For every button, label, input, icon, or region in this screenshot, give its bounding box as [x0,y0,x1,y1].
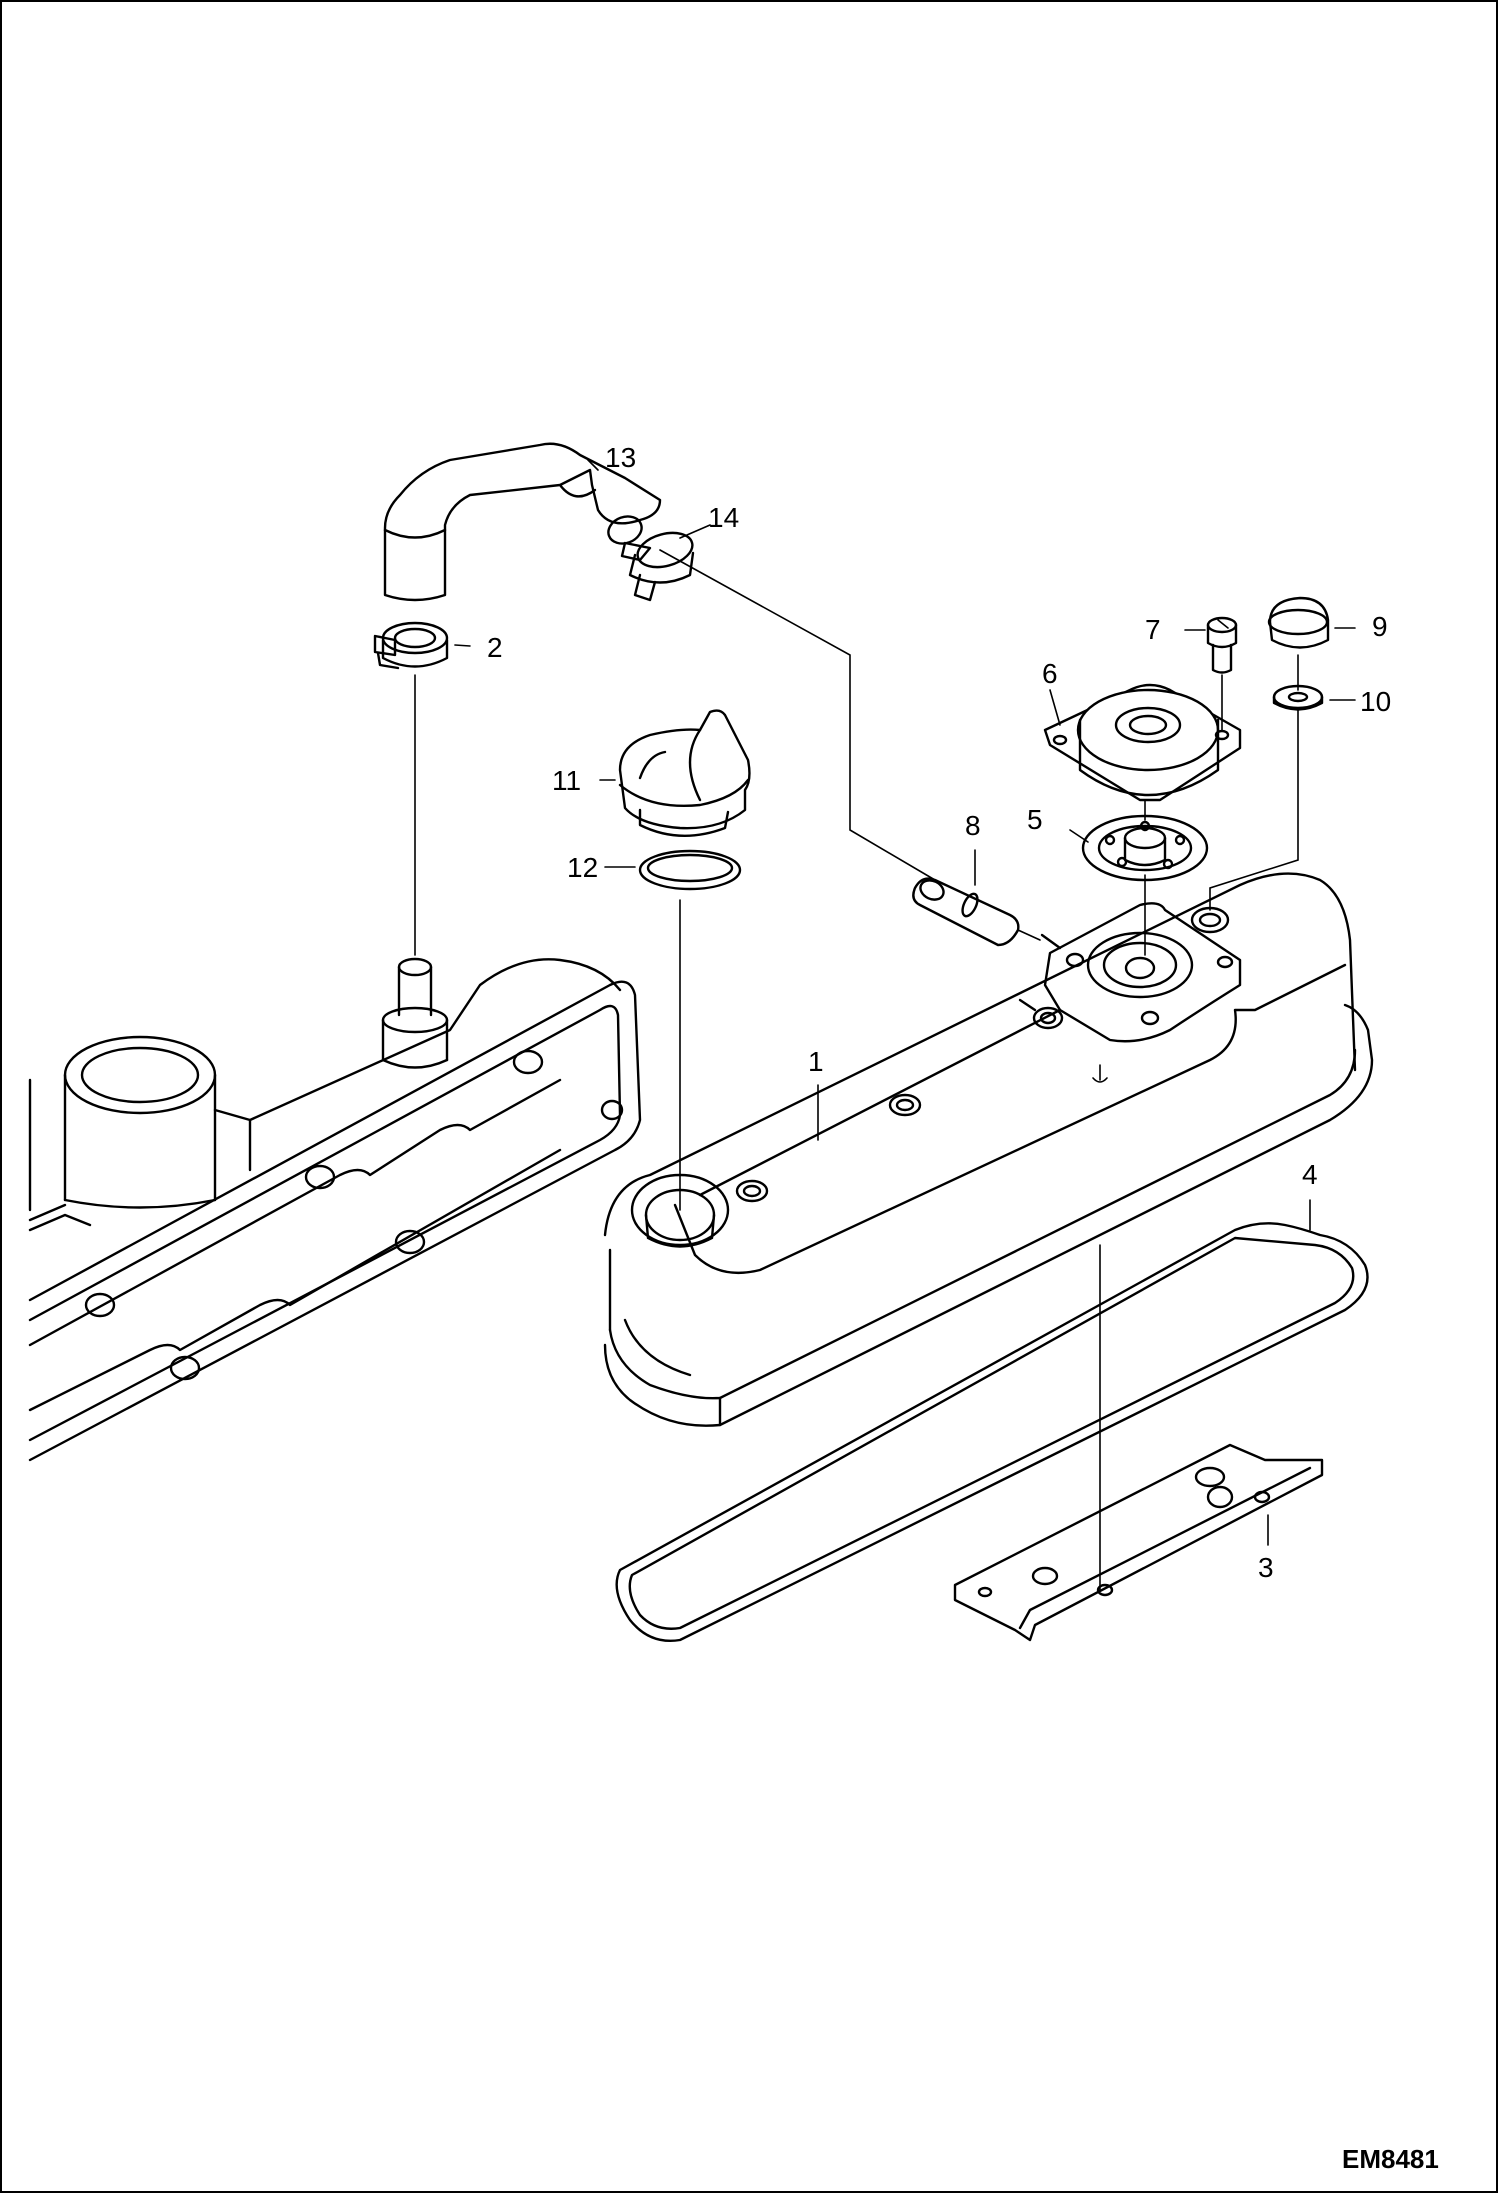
callout-7: 7 [1145,614,1161,645]
screw-part [1206,616,1238,674]
callout-13: 13 [605,442,636,473]
vent-housing-part [1043,683,1242,802]
callout-2: 2 [487,632,503,663]
callout-14: 14 [708,502,739,533]
callout-1: 1 [808,1046,824,1077]
callout-4: 4 [1302,1159,1318,1190]
assembly-lines [414,549,1299,1591]
o-ring-part [638,849,742,891]
cap-part [1267,596,1330,649]
baffle-plate-part [953,1443,1324,1642]
callouts: 13 14 2 11 12 8 5 6 7 9 10 1 4 3 [487,442,1391,1583]
oil-filler-cap-part [618,709,751,837]
breather-hose-part [383,442,662,602]
callout-3: 3 [1258,1552,1274,1583]
hose-clamp-lower-part [373,621,449,670]
callout-6: 6 [1042,658,1058,689]
drawing-code: EM8481 [1342,2144,1439,2174]
callout-9: 9 [1372,611,1388,642]
cover-gasket-part [615,1222,1369,1642]
hose-clamp-upper-part [620,531,695,602]
cylinder-head-drawing [28,957,642,1462]
leader-lines [454,459,1356,1546]
diaphragm-part [1081,814,1209,882]
callout-8: 8 [965,810,981,841]
callout-12: 12 [567,852,598,883]
valve-cover-part [603,872,1374,1427]
hose-fitting-part [912,877,1020,947]
callout-11: 11 [552,765,581,796]
callout-10: 10 [1360,686,1391,717]
callout-5: 5 [1027,804,1043,835]
